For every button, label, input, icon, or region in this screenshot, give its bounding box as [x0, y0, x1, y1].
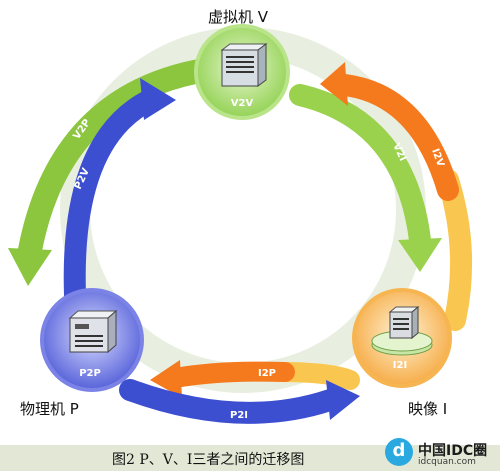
- arrow-p2i-head: [326, 380, 360, 420]
- arrow-p2i: [119, 379, 341, 424]
- arrow-i2v-tail: [437, 169, 473, 331]
- arrow-v2i: [289, 84, 431, 251]
- node-image: I2I: [352, 288, 452, 388]
- arrow-label-p2i: P2I: [230, 410, 248, 421]
- arrow-p2v-head: [140, 78, 176, 120]
- arrow-i2p-head: [150, 360, 182, 398]
- node-badge-i2i: I2I: [393, 360, 407, 371]
- server-icon: [220, 43, 268, 87]
- watermark-name: 中国IDC圈: [418, 443, 488, 459]
- caption-bar: [0, 445, 500, 471]
- node-label-virtual: 虚拟机 V: [208, 8, 269, 26]
- node-label-physical: 物理机 P: [20, 400, 79, 418]
- arrow-label-i2p: I2P: [258, 368, 276, 379]
- arrow-v2p-head: [8, 248, 52, 286]
- arrow-v2i-head: [398, 238, 442, 272]
- arrow-i2p: [165, 361, 295, 388]
- migration-diagram: V2P P2V V2I I2V I2P P2I V2V P2P: [8, 24, 473, 424]
- node-physical: P2P: [40, 288, 144, 392]
- arrow-i2v: [334, 74, 459, 201]
- node-virtual: V2V: [194, 24, 290, 120]
- node-badge-v2v: V2V: [231, 98, 254, 109]
- arrow-p2v: [63, 89, 161, 306]
- disk-server-icon: [371, 305, 433, 356]
- watermark-url: idcquan.com: [418, 457, 476, 467]
- arrow-v2p: [18, 58, 217, 262]
- figure-caption: 图2 P、V、I三者之间的迁移图: [112, 452, 305, 468]
- watermark-logo-icon: d: [385, 438, 413, 466]
- node-badge-p2p: P2P: [79, 368, 101, 379]
- server-icon: [68, 309, 118, 354]
- arrow-i2v-head: [320, 62, 348, 106]
- node-label-image: 映像 I: [408, 400, 448, 418]
